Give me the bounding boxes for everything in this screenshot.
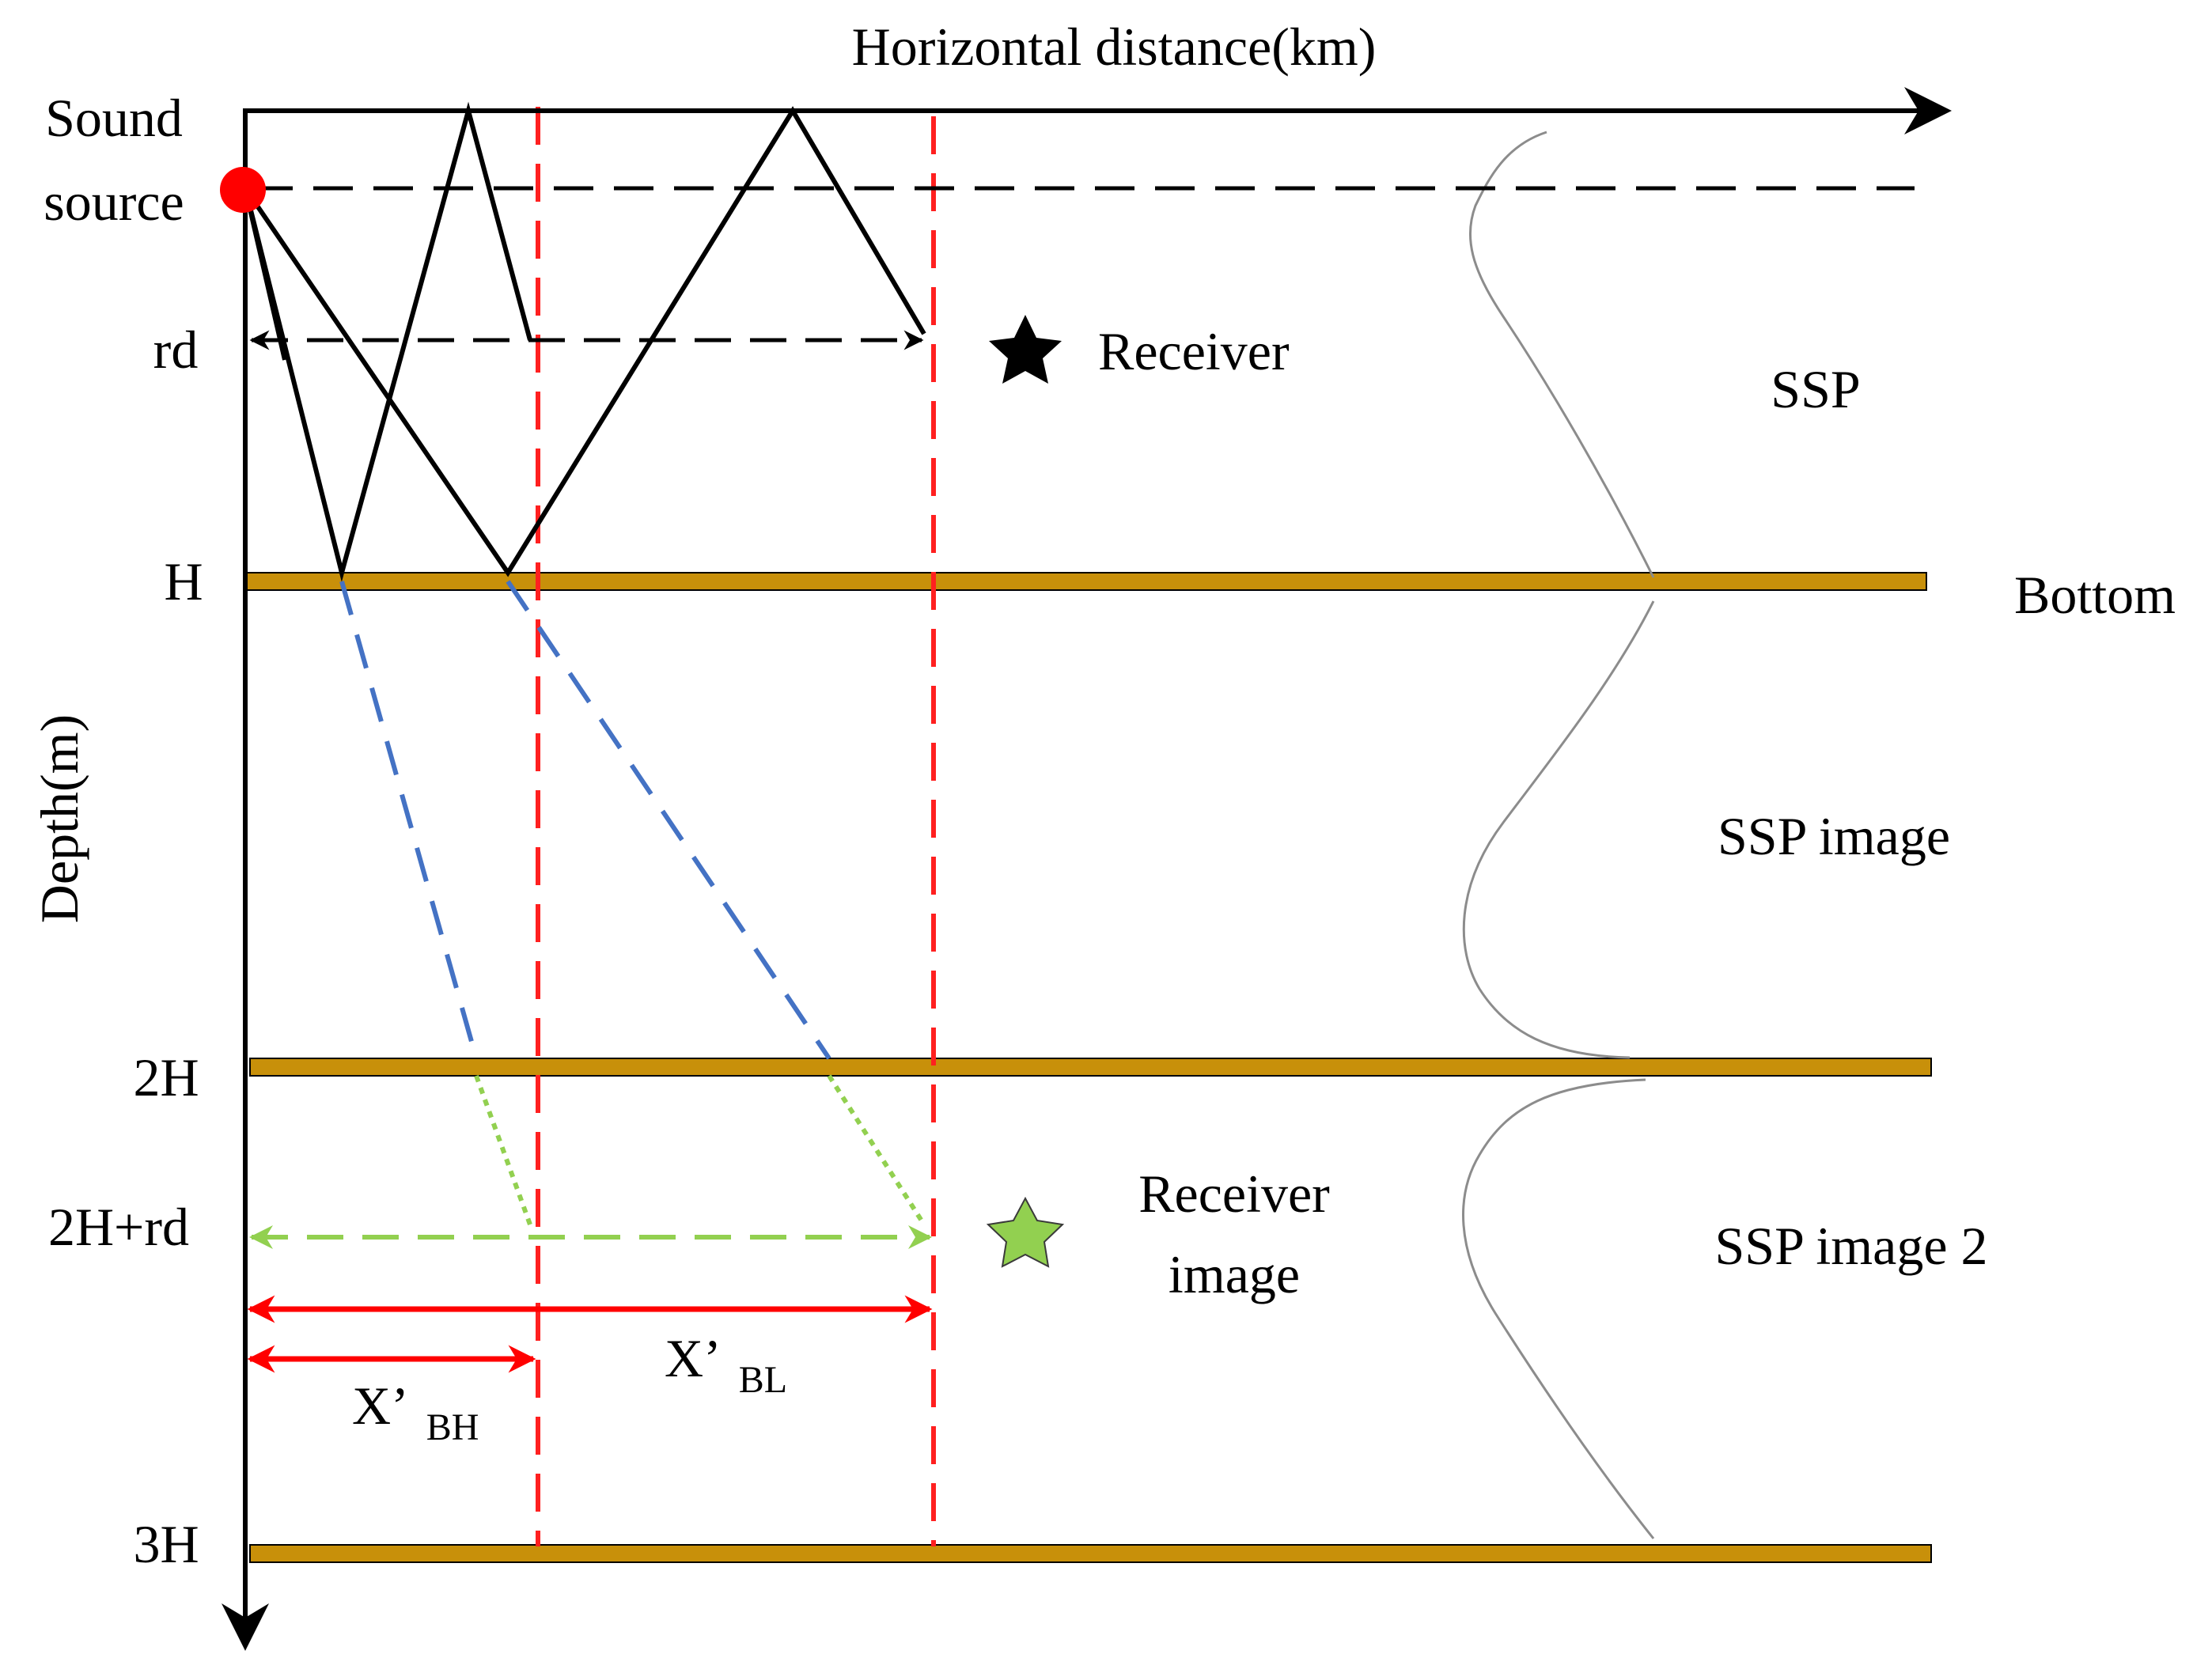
receiver-image-label-line2: image: [1168, 1244, 1300, 1304]
ssp-image-2-label: SSP image 2: [1714, 1216, 1987, 1276]
sound-source-label-line2: source: [44, 172, 184, 232]
depth-label-rd: rd: [153, 320, 199, 380]
ssp-curve: [1468, 131, 1655, 578]
bottom-layer: [244, 572, 1927, 591]
ssp-label: SSP: [1771, 359, 1860, 419]
receiver-star: [989, 315, 1062, 384]
ray-path-high-angle: [243, 101, 532, 582]
ssp-image-2-curve: [1462, 1078, 1655, 1539]
receiver-label: Receiver: [1098, 321, 1290, 381]
depth-label-2h-rd: 2H+rd: [48, 1197, 189, 1257]
ray-stub: [243, 187, 287, 361]
image-ray-low-extension: [827, 1074, 926, 1226]
receiver-image-label-line1: Receiver: [1138, 1164, 1330, 1224]
x-bh-label: X’BH: [352, 1376, 479, 1448]
bottom-label: Bottom: [2014, 565, 2176, 625]
ssp-image-label: SSP image: [1718, 806, 1950, 866]
depth-label-3h: 3H: [133, 1514, 199, 1574]
layer-3h: [249, 1544, 1932, 1563]
depth-label-2h: 2H: [133, 1047, 199, 1107]
ray-path-low-angle: [243, 106, 926, 577]
sound-source-label-line1: Sound: [45, 88, 183, 148]
image-ray-high-extension: [474, 1074, 532, 1226]
y-axis-title: Depth(m): [29, 714, 89, 923]
layer-2h: [249, 1058, 1932, 1077]
receiver-image-star: [986, 1196, 1065, 1268]
depth-label-h: H: [164, 551, 203, 611]
x-bl-label: X’BL: [665, 1328, 787, 1401]
image-ray-high-angle: [339, 581, 479, 1059]
ssp-image-curve: [1462, 600, 1655, 1059]
x-axis-title: Horizontal distance(km): [852, 17, 1377, 77]
sound-source-dot: [220, 167, 266, 213]
image-ray-low-angle: [506, 580, 831, 1060]
